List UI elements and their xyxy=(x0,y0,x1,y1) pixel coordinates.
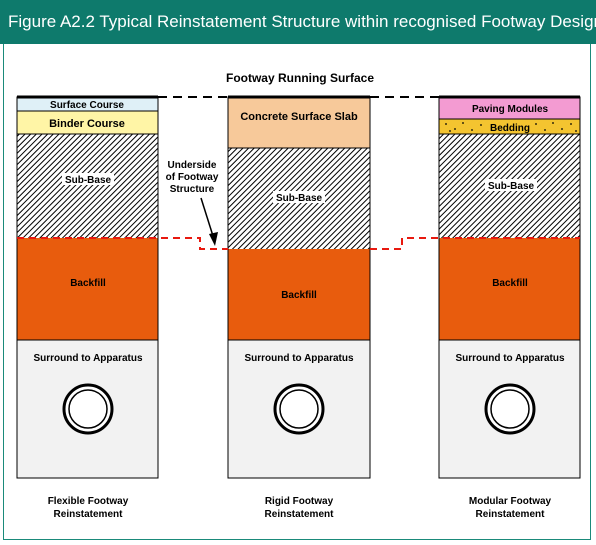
sub-base-label: Sub-Base xyxy=(65,175,112,186)
flexible-caption-line1: Flexible Footway xyxy=(48,496,129,507)
surface-course-layer xyxy=(17,97,158,111)
sub-base-layer xyxy=(17,134,158,238)
backfill-layer xyxy=(228,249,370,340)
binder-course-label: Binder Course xyxy=(49,118,125,130)
sub-base-label: Sub-Base xyxy=(276,193,323,204)
label-bg xyxy=(485,179,537,191)
rigid-caption-line1: Rigid Footway xyxy=(265,496,334,507)
modular-column: Paving Modules Bedding Sub-Base Backfill… xyxy=(438,95,581,520)
modular-caption-line1: Modular Footway xyxy=(469,496,552,507)
bedding-label: Bedding xyxy=(490,123,530,134)
underside-dashed-line-left xyxy=(17,237,228,250)
backfill-label: Backfill xyxy=(281,290,317,301)
flexible-column: Surface Course Binder Course Sub-Base Ba… xyxy=(16,95,159,520)
underside-arrow-head-icon xyxy=(209,232,218,246)
apparatus-pipe-icon xyxy=(273,383,325,435)
rigid-column: Concrete Surface Slab Sub-Base Backfill … xyxy=(227,95,371,520)
paving-modules-label: Paving Modules xyxy=(472,104,549,115)
apparatus-pipe-icon xyxy=(484,383,536,435)
underside-arrow-shaft xyxy=(200,197,214,237)
figure-header: Figure A2.2 Typical Reinstatement Struct… xyxy=(0,0,596,44)
underside-label-line1: Underside xyxy=(168,160,217,171)
figure-title: Figure A2.2 Typical Reinstatement Struct… xyxy=(8,12,596,31)
backfill-label: Backfill xyxy=(492,278,528,289)
sub-base-label: Sub-Base xyxy=(488,181,535,192)
backfill-label: Backfill xyxy=(70,278,106,289)
binder-course-layer xyxy=(17,111,158,134)
figure-frame xyxy=(3,44,591,540)
label-bg xyxy=(273,191,325,203)
running-surface-label: Footway Running Surface xyxy=(226,71,374,85)
backfill-layer xyxy=(439,238,580,340)
underside-dashed-line-right xyxy=(370,237,580,250)
surround-label: Surround to Apparatus xyxy=(244,353,354,364)
surround-label: Surround to Apparatus xyxy=(33,353,143,364)
surround-label: Surround to Apparatus xyxy=(455,353,565,364)
flexible-caption-line2: Reinstatement xyxy=(54,509,124,520)
concrete-slab-label: Concrete Surface Slab xyxy=(240,111,358,123)
label-bg xyxy=(62,173,114,185)
apparatus-pipe-icon xyxy=(62,383,114,435)
paving-modules-layer xyxy=(439,97,580,119)
underside-label-line3: Structure xyxy=(170,184,215,195)
backfill-layer xyxy=(17,238,158,340)
underside-label-line2: of Footway xyxy=(166,172,219,183)
rigid-caption-line2: Reinstatement xyxy=(265,509,335,520)
surface-course-label: Surface Course xyxy=(50,100,124,111)
modular-caption-line2: Reinstatement xyxy=(476,509,546,520)
concrete-slab-layer xyxy=(228,97,370,148)
bedding-texture xyxy=(445,122,577,132)
